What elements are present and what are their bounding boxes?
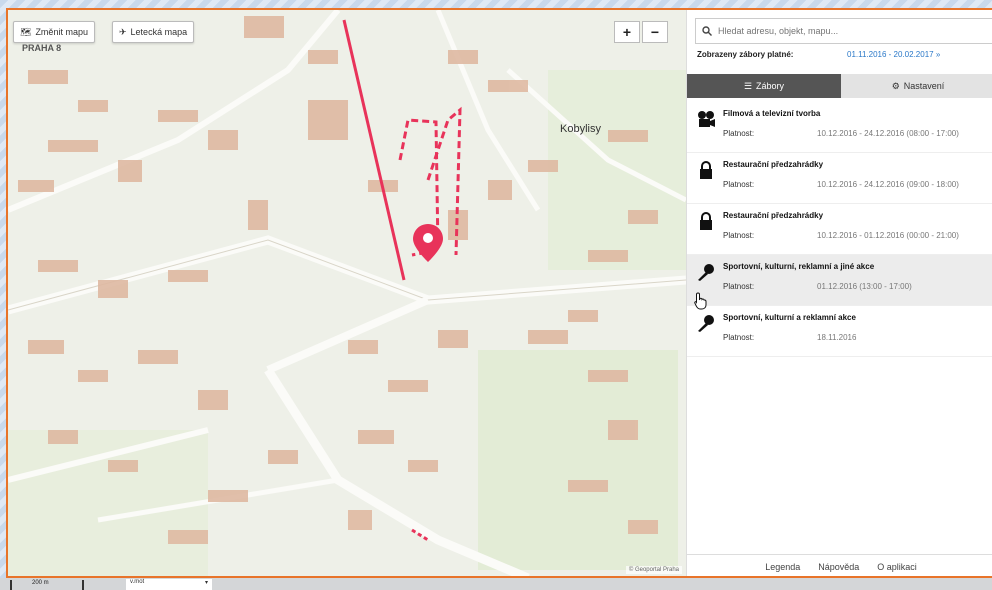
about-link[interactable]: O aplikaci	[877, 561, 917, 572]
tab-zabory[interactable]: ☰ Zábory	[687, 74, 841, 98]
location-pin-icon[interactable]	[413, 224, 443, 262]
sidebar-panel: Zobrazeny zábory platné: 01.11.2016 - 20…	[686, 10, 992, 576]
list-item[interactable]: Restaurační předzahrádky Platnost: 10.12…	[687, 153, 992, 204]
lock-icon	[700, 212, 712, 230]
search-box[interactable]	[695, 18, 992, 44]
hand-cursor-icon	[694, 292, 707, 310]
map-scale-bar: 200 m	[10, 580, 84, 590]
map-canvas[interactable]: 🗺 Změnit mapu ✈ Letecká mapa PRAHA 8 + −…	[8, 10, 686, 576]
list-item[interactable]: Sportovní, kulturní, reklamní a jiné akc…	[687, 255, 992, 306]
chevron-down-icon: ▾	[204, 580, 208, 586]
sidebar-footer: Legenda Nápověda O aplikaci	[687, 554, 992, 576]
tab-bar: ☰ Zábory ⚙ Nastavení	[687, 74, 992, 98]
tab-label: Nastavení	[903, 81, 945, 91]
plane-icon: ✈	[119, 26, 127, 37]
status-strip: 200 m v.mot ▾	[0, 578, 992, 590]
legend-link[interactable]: Legenda	[765, 561, 801, 572]
change-map-label: Změnit mapu	[35, 27, 88, 37]
date-range-link[interactable]: 01.11.2016 - 20.02.2017 »	[847, 50, 941, 59]
layer-select-label: v.mot	[130, 579, 145, 585]
microphone-icon	[698, 315, 714, 332]
lock-icon	[700, 161, 712, 179]
change-map-button[interactable]: 🗺 Změnit mapu	[13, 21, 95, 43]
map-icon: 🗺	[20, 26, 32, 37]
zoom-in-button[interactable]: +	[614, 21, 640, 43]
tab-settings[interactable]: ⚙ Nastavení	[841, 74, 992, 98]
item-validity-label: Platnost:	[723, 180, 755, 189]
aerial-map-button[interactable]: ✈ Letecká mapa	[112, 21, 195, 43]
list-item[interactable]: Sportovní, kulturní a reklamní akce Plat…	[687, 306, 992, 357]
item-validity: 10.12.2016 - 24.12.2016 (09:00 - 18:00)	[817, 180, 959, 189]
list-item[interactable]: Restaurační předzahrádky Platnost: 10.12…	[687, 204, 992, 255]
item-title: Sportovní, kulturní a reklamní akce	[723, 313, 856, 322]
item-validity: 10.12.2016 - 01.12.2016 (00:00 - 21:00)	[817, 231, 959, 240]
search-input[interactable]	[718, 26, 978, 36]
item-validity-label: Platnost:	[723, 129, 755, 138]
item-title: Sportovní, kulturní, reklamní a jiné akc…	[723, 262, 875, 271]
map-district-label: PRAHA 8	[22, 43, 62, 53]
item-validity: 18.11.2016	[817, 333, 857, 342]
item-title: Filmová a televizní tvorba	[723, 109, 821, 118]
occupation-list: Filmová a televizní tvorba Platnost: 10.…	[687, 102, 992, 357]
tab-label: Zábory	[756, 81, 785, 91]
item-validity: 10.12.2016 - 24.12.2016 (08:00 - 17:00)	[817, 129, 959, 138]
item-validity-label: Platnost:	[723, 231, 755, 240]
list-icon: ☰	[743, 80, 753, 91]
app-frame: 🗺 Změnit mapu ✈ Letecká mapa PRAHA 8 + −…	[6, 8, 992, 578]
shown-label: Zobrazeny zábory platné:	[697, 50, 794, 59]
microphone-icon	[698, 264, 714, 281]
aerial-map-label: Letecká mapa	[130, 27, 188, 37]
item-title: Restaurační předzahrádky	[723, 160, 824, 169]
item-validity-label: Platnost:	[723, 282, 755, 291]
search-icon	[702, 26, 712, 36]
list-item[interactable]: Filmová a televizní tvorba Platnost: 10.…	[687, 102, 992, 153]
item-validity: 01.12.2016 (13:00 - 17:00)	[817, 282, 912, 291]
help-link[interactable]: Nápověda	[818, 561, 860, 572]
gear-icon: ⚙	[891, 80, 900, 91]
map-place-label: Kobylisy	[560, 123, 601, 135]
map-attribution: © Geoportal Praha	[625, 566, 682, 574]
zoom-out-button[interactable]: −	[642, 21, 668, 43]
item-validity-label: Platnost:	[723, 333, 755, 342]
item-title: Restaurační předzahrádky	[723, 211, 824, 220]
film-icon	[698, 111, 715, 127]
layer-select[interactable]: v.mot ▾	[126, 579, 212, 590]
map-graphic	[8, 10, 686, 576]
